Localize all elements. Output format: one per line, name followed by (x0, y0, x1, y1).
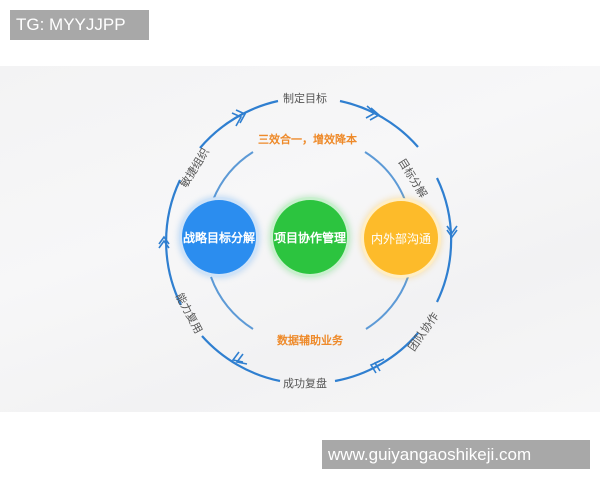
node-label: 项目协作管理 (273, 230, 346, 245)
node-label: 内外部沟通 (370, 231, 431, 246)
direction-arrows (158, 105, 458, 374)
label-data-support: 数据辅助业务 (277, 334, 343, 347)
label-set-goals: 制定目标 (283, 92, 327, 105)
label-three-effects: 三效合一，增效降本 (258, 133, 357, 146)
node-label: 战略目标分解 (182, 230, 255, 245)
node-strategy-breakdown: 战略目标分解 (182, 200, 256, 274)
node-communication: 内外部沟通 (364, 201, 438, 275)
label-success-review: 成功复盘 (283, 377, 327, 390)
outer-ring (165, 99, 453, 383)
node-project-collaboration: 项目协作管理 (273, 200, 347, 274)
watermark-bottom: www.guiyangaoshikeji.com (322, 440, 590, 469)
watermark-top: TG: MYYJJPP (10, 10, 149, 40)
inner-ring (210, 151, 409, 330)
